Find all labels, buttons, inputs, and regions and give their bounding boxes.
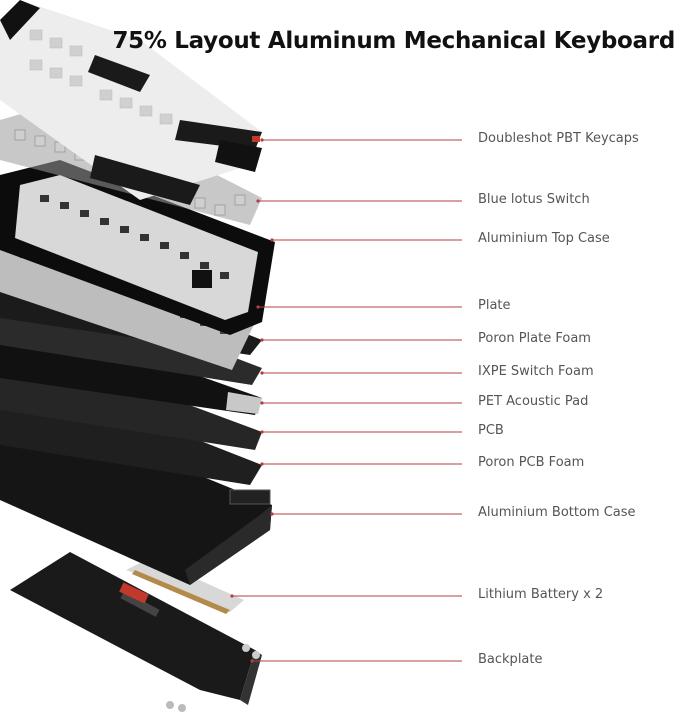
layer-label: Poron Plate Foam — [478, 331, 591, 346]
leader-anchor-dot — [230, 594, 234, 598]
layer-label: Blue lotus Switch — [478, 192, 590, 207]
layer-label: Plate — [478, 298, 511, 313]
layer-label: PCB — [478, 423, 504, 438]
leader-anchor-dot — [256, 305, 260, 309]
keycap-layer — [0, 0, 262, 205]
layer-label: Aluminium Top Case — [478, 231, 610, 246]
leader-anchor-dot — [270, 512, 274, 516]
layer-label: Lithium Battery x 2 — [478, 587, 604, 602]
leader-anchor-dot — [260, 430, 264, 434]
leader-anchor-dot — [260, 462, 264, 466]
leader-anchor-dot — [260, 138, 264, 142]
backplate-layer — [10, 552, 262, 712]
layer-label: IXPE Switch Foam — [478, 364, 594, 379]
leader-anchor-dot — [256, 199, 260, 203]
leader-anchor-dot — [260, 371, 264, 375]
leader-anchor-dot — [250, 659, 254, 663]
layer-label: Poron PCB Foam — [478, 455, 585, 470]
leader-anchor-dot — [270, 238, 274, 242]
layer-label: PET Acoustic Pad — [478, 394, 589, 409]
leader-anchor-dot — [260, 338, 264, 342]
layer-label: Backplate — [478, 652, 543, 667]
top-case-layer — [0, 160, 275, 335]
diagram-title: 75% Layout Aluminum Mechanical Keyboard — [112, 28, 675, 54]
leader-anchor-dot — [260, 401, 264, 405]
layer-label: Doubleshot PBT Keycaps — [478, 131, 639, 146]
layer-label: Aluminium Bottom Case — [478, 505, 636, 520]
